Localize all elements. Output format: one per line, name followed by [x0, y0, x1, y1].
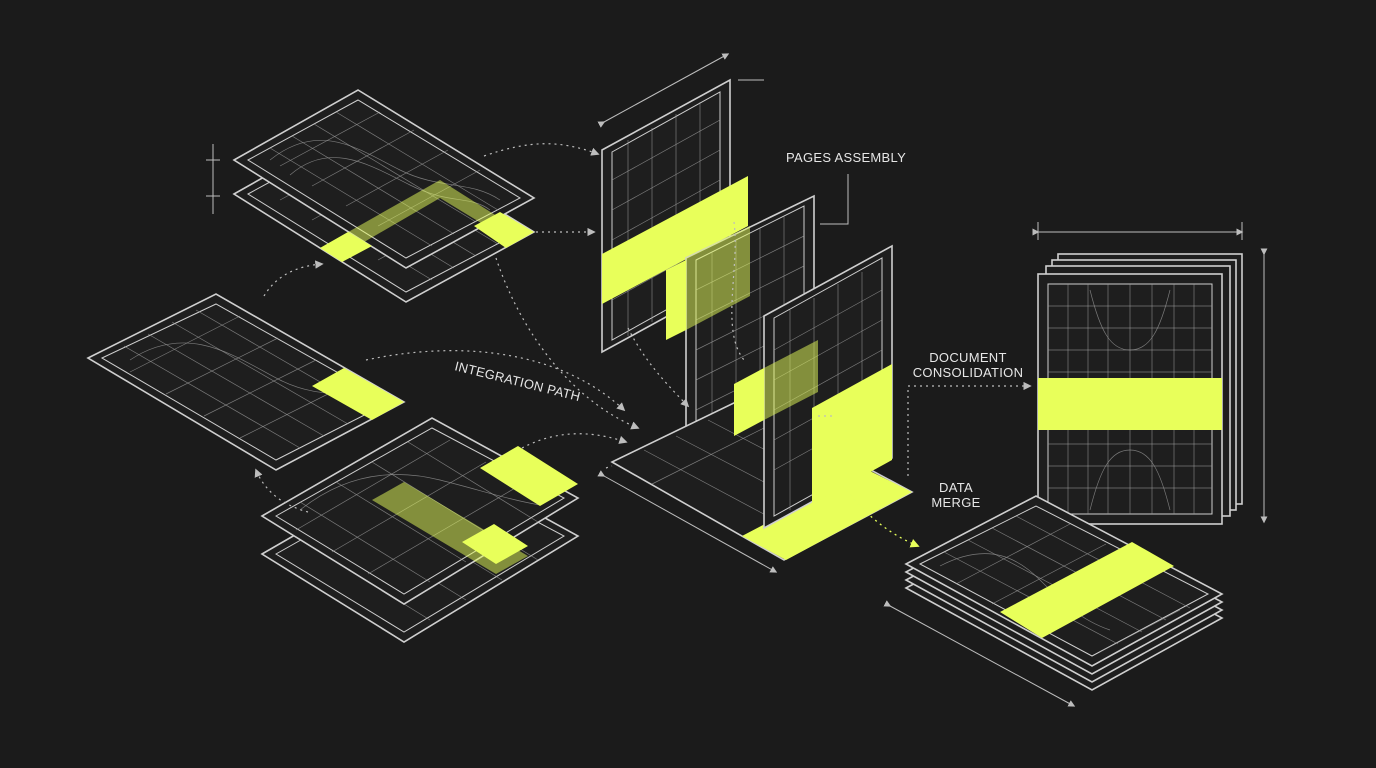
highlight-band: [320, 232, 372, 262]
highlight-band: [812, 364, 892, 504]
dimension-marker: [597, 470, 778, 573]
assembly-page-3: [734, 244, 893, 530]
highlight-band: [734, 368, 764, 436]
highlight-band: [462, 524, 528, 564]
highlight-band: [666, 260, 686, 340]
highlight-band: [742, 470, 912, 560]
flow-arrows: [254, 143, 1032, 548]
highlight-band: [312, 368, 404, 420]
leader-line: [820, 174, 849, 225]
highlight-band: [602, 176, 748, 304]
label-document: DOCUMENT: [929, 350, 1007, 365]
source-sheet-middle: [86, 293, 406, 471]
dimension-marker: [597, 53, 764, 128]
label-integration-path: INTEGRATION PATH: [453, 358, 582, 404]
dimension-marker: [883, 600, 1076, 707]
highlight-band: [764, 340, 818, 420]
highlight-band: [686, 226, 750, 330]
dimension-marker: [206, 144, 220, 214]
highlight-band: [480, 446, 578, 506]
merged-data-stack: [904, 495, 1224, 691]
highlight-band: [1038, 378, 1222, 430]
label-merge: MERGE: [931, 495, 980, 510]
dimension-marker: [1032, 222, 1268, 524]
label-consolidation: CONSOLIDATION: [913, 365, 1024, 380]
highlight-band: [320, 180, 500, 256]
label-data: DATA: [939, 480, 973, 495]
consolidated-document: [1037, 253, 1243, 525]
highlight-band: [474, 212, 534, 248]
label-pages-assembly: PAGES ASSEMBLY: [786, 150, 906, 165]
